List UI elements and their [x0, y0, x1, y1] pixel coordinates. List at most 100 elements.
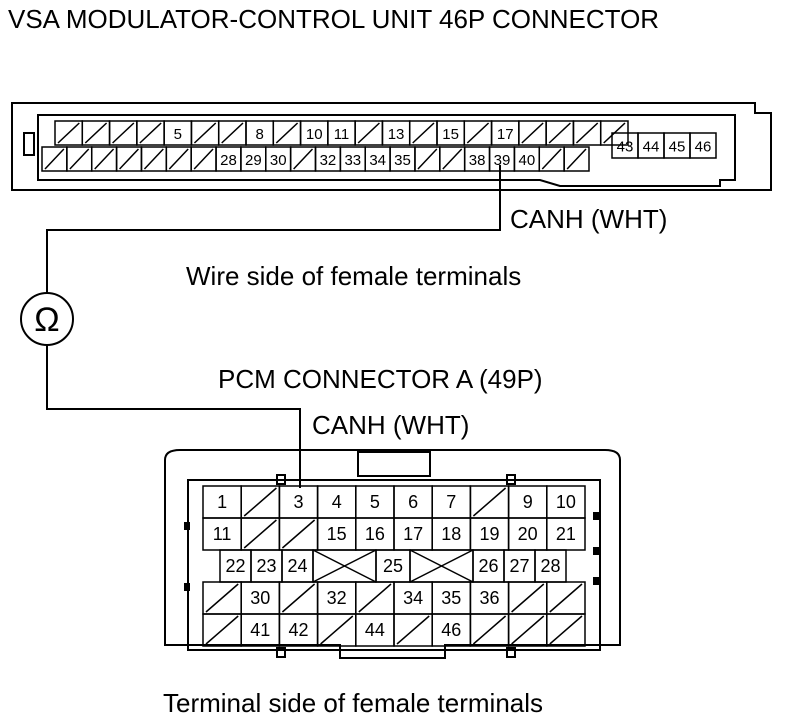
terminal-number: 13	[388, 126, 405, 143]
terminal-number: 30	[250, 588, 270, 608]
vsa-terminal: 30	[265, 146, 292, 172]
terminal-number: 36	[479, 588, 499, 608]
terminal-number: 22	[225, 556, 245, 576]
vsa-terminal: 13	[381, 120, 411, 146]
terminal-number: 8	[255, 126, 263, 143]
pcm-terminal: 26	[472, 549, 505, 583]
pcm-terminal: 32	[316, 581, 357, 615]
pcm-terminal: 18	[431, 517, 472, 551]
pcm-terminal: 11	[202, 517, 242, 551]
terminal-number: 30	[270, 152, 287, 169]
terminal-number: 1	[217, 492, 227, 512]
pcm-terminal	[240, 517, 281, 551]
terminal-number: 45	[669, 139, 686, 156]
pcm-terminal: 42	[278, 613, 319, 647]
pcm-terminal: 7	[431, 485, 472, 519]
pcm-terminal	[507, 581, 548, 615]
vsa-terminal	[108, 120, 138, 146]
vsa-terminal	[289, 146, 317, 172]
terminal-number: 28	[220, 152, 237, 169]
vsa-connector	[11, 102, 772, 191]
pcm-terminal: 36	[469, 581, 510, 615]
terminal-number: 24	[287, 556, 307, 576]
terminal-number: 32	[327, 588, 347, 608]
vsa-terminal: 45	[663, 132, 691, 159]
terminal-number: 17	[403, 524, 423, 544]
vsa-terminal: 40	[513, 146, 541, 172]
vsa-terminal: 10	[299, 120, 329, 146]
terminal-number: 34	[403, 588, 423, 608]
vsa-terminal: 34	[364, 146, 391, 172]
pcm-terminal	[316, 613, 357, 647]
vsa-terminal: 8	[245, 120, 275, 146]
vsa-terminal: 11	[327, 120, 356, 146]
meter-wiring	[20, 165, 501, 488]
terminal-number: 41	[250, 620, 270, 640]
pcm-terminal	[278, 517, 319, 551]
pcm-terminal	[202, 613, 242, 647]
vsa-terminal: 38	[463, 146, 491, 172]
pcm-terminal	[393, 613, 433, 647]
vsa-terminal: 35	[389, 146, 416, 172]
terminal-number: 11	[213, 524, 232, 544]
terminal-number: 7	[446, 492, 456, 512]
terminal-number: 34	[369, 152, 386, 169]
vsa-terminal	[81, 120, 111, 146]
terminal-number: 10	[556, 492, 576, 512]
vsa-terminal	[408, 120, 438, 146]
vsa-terminal	[439, 146, 466, 172]
vsa-terminal	[354, 120, 384, 146]
pcm-blank-cavity	[312, 549, 377, 583]
pcm-terminal	[469, 613, 510, 647]
pcm-side-label: Terminal side of female terminals	[163, 688, 543, 718]
terminal-number: 4	[332, 492, 342, 512]
terminal-number: 33	[344, 152, 361, 169]
pcm-terminal: 5	[355, 485, 395, 519]
pcm-terminal: 21	[546, 517, 586, 551]
vsa-side-label: Wire side of female terminals	[186, 261, 521, 291]
terminal-number: 20	[518, 524, 538, 544]
pcm-terminal: 16	[355, 517, 395, 551]
terminal-number: 28	[540, 556, 560, 576]
vsa-terminal	[217, 120, 247, 146]
pcm-terminal: 28	[534, 549, 567, 583]
vsa-terminal: 15	[436, 120, 466, 146]
vsa-terminal	[54, 120, 84, 146]
pcm-terminal: 4	[316, 485, 357, 519]
vsa-terminal	[190, 146, 217, 172]
terminal-number: 23	[256, 556, 276, 576]
terminal-number: 16	[365, 524, 385, 544]
vsa-terminal	[165, 146, 192, 172]
pcm-terminal: 44	[355, 613, 395, 647]
terminal-number: 5	[370, 492, 380, 512]
terminal-number: 11	[334, 126, 350, 143]
pcm-terminal: 22	[219, 549, 252, 583]
ohmmeter-symbol: Ω	[34, 301, 59, 339]
vsa-terminal: 17	[490, 120, 520, 146]
vsa-terminal	[136, 120, 165, 146]
pcm-terminal	[355, 581, 395, 615]
pcm-terminal: 46	[431, 613, 472, 647]
terminal-number: 39	[494, 152, 511, 169]
terminal-number: 21	[556, 524, 576, 544]
pcm-terminal: 1	[202, 485, 242, 519]
vsa-terminal	[41, 146, 68, 172]
pcm-terminal: 20	[507, 517, 548, 551]
vsa-terminal: 29	[240, 146, 267, 172]
terminal-number: 3	[293, 492, 303, 512]
vsa-terminal: 32	[314, 146, 342, 172]
vsa-terminal	[572, 120, 602, 146]
terminal-number: 17	[497, 126, 514, 143]
terminal-number: 43	[617, 139, 634, 156]
terminal-number: 25	[383, 556, 403, 576]
vsa-terminal	[518, 120, 547, 146]
pcm-terminal	[240, 485, 281, 519]
terminal-number: 38	[469, 152, 486, 169]
terminal-number: 6	[408, 492, 418, 512]
pcm-title: PCM CONNECTOR A (49P)	[218, 364, 543, 394]
terminal-number: 40	[518, 152, 535, 169]
terminal-number: 26	[478, 556, 498, 576]
